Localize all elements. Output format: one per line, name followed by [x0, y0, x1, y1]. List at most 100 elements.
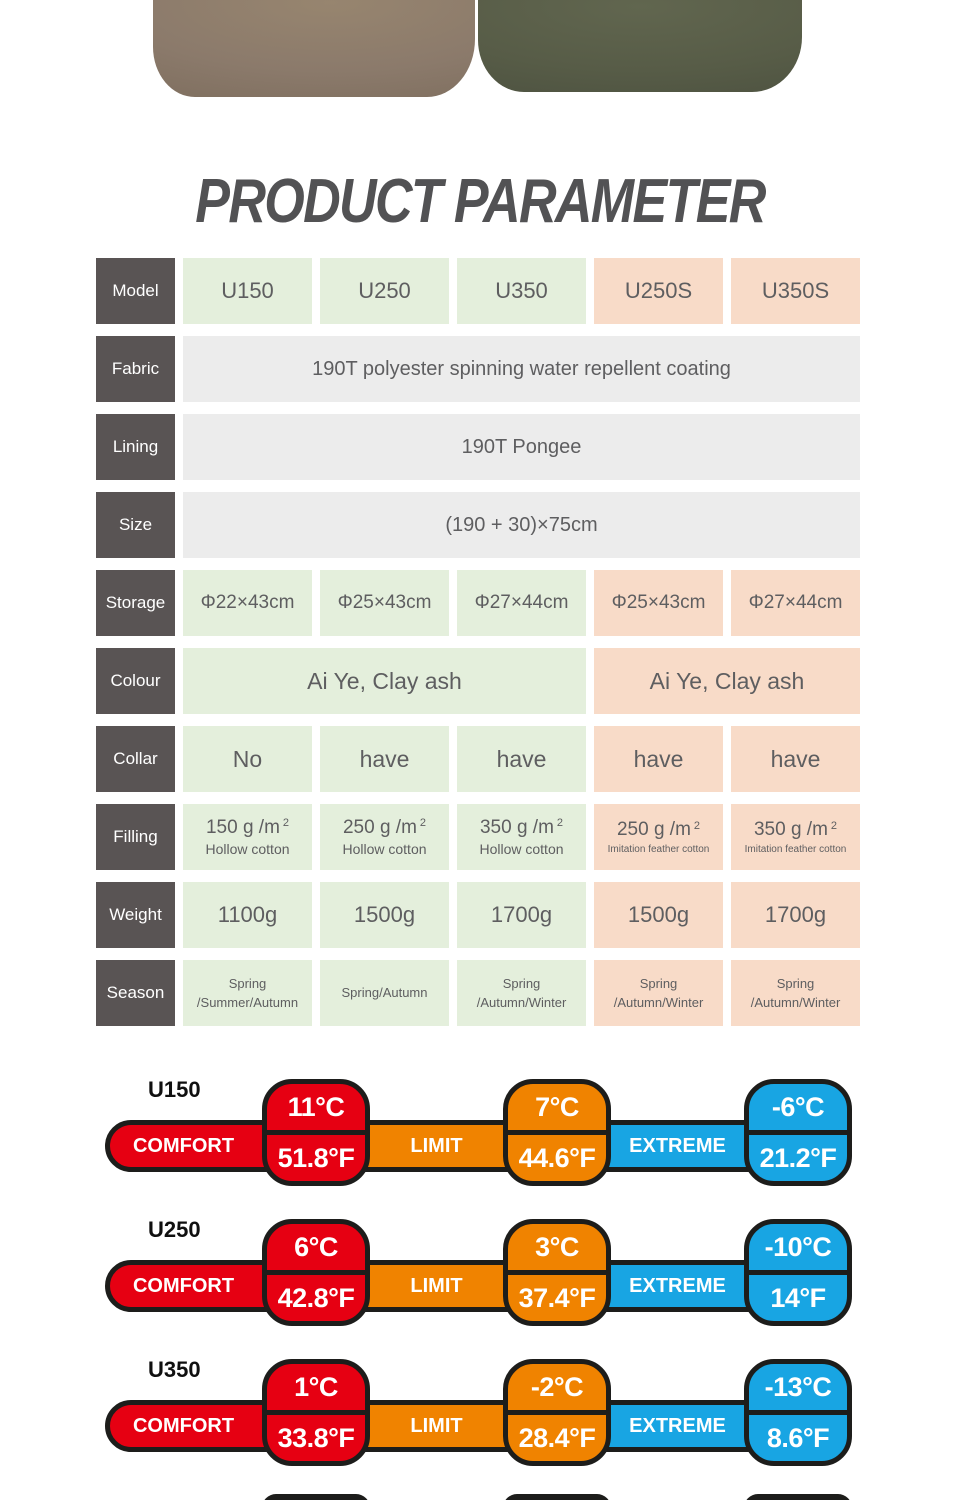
extreme-celsius: -10°C	[764, 1231, 832, 1262]
limit-celsius: 7°C	[535, 1091, 579, 1122]
row-label-model: Model	[96, 258, 175, 324]
comfort-celsius: 1°C	[294, 1371, 338, 1402]
filling-type: Imitation feather cotton	[607, 843, 710, 855]
temp-model-label: U250	[148, 1217, 201, 1242]
spec-table: Model U150 U250 U350 U250S U350S Fabric …	[96, 258, 860, 1038]
row-label-collar: Collar	[96, 726, 175, 792]
comfort-zone-label: COMFORT	[132, 1134, 235, 1157]
sleeping-bag-brown-image	[153, 0, 475, 97]
weight-cell: 1100g	[183, 882, 312, 948]
limit-zone-label: LIMIT	[410, 1274, 463, 1297]
temp-rating-u350: U350 COMFORT LIMIT EXTREME 1°C 33.8°F -2…	[0, 1356, 960, 1471]
limit-fahrenheit: 44.6°F	[508, 1130, 606, 1181]
model-cell: U350	[457, 258, 586, 324]
weight-cell: 1500g	[594, 882, 723, 948]
limit-zone-label: LIMIT	[410, 1134, 463, 1157]
fabric-cell: 190T polyester spinning water repellent …	[183, 336, 860, 402]
collar-cell: have	[320, 726, 449, 792]
table-row-collar: Collar No have have have have	[96, 726, 860, 792]
temp-bar	[105, 1120, 800, 1172]
limit-temp-capsule: -2°C 28.4°F	[503, 1359, 611, 1466]
collar-cell: have	[457, 726, 586, 792]
extreme-celsius: -6°C	[771, 1091, 825, 1122]
filling-type: Hollow cotton	[342, 841, 427, 858]
filling-type: Hollow cotton	[479, 841, 564, 858]
table-row-fabric: Fabric 190T polyester spinning water rep…	[96, 336, 860, 402]
season-cell: Spring/Autumn	[320, 960, 449, 1026]
page-title: PRODUCT PARAMETER	[195, 167, 766, 236]
model-cell: U150	[183, 258, 312, 324]
limit-fahrenheit: 37.4°F	[508, 1270, 606, 1321]
next-row-capsule-top	[262, 1494, 370, 1500]
extreme-fahrenheit: 14°F	[749, 1270, 847, 1321]
row-label-colour: Colour	[96, 648, 175, 714]
comfort-fahrenheit: 42.8°F	[267, 1270, 365, 1321]
row-label-fabric: Fabric	[96, 336, 175, 402]
model-cell: U250	[320, 258, 449, 324]
temp-model-label: U150	[148, 1077, 201, 1102]
colour-cell-standard: Ai Ye, Clay ash	[183, 648, 586, 714]
storage-cell: Φ27×44cm	[731, 570, 860, 636]
limit-temp-capsule: 7°C 44.6°F	[503, 1079, 611, 1186]
comfort-temp-capsule: 11°C 51.8°F	[262, 1079, 370, 1186]
comfort-zone-label: COMFORT	[132, 1414, 235, 1437]
size-cell: (190 + 30)×75cm	[183, 492, 860, 558]
storage-cell: Φ27×44cm	[457, 570, 586, 636]
extreme-temp-capsule: -13°C 8.6°F	[744, 1359, 852, 1466]
comfort-celsius: 11°C	[287, 1091, 345, 1122]
limit-temp-capsule: 3°C 37.4°F	[503, 1219, 611, 1326]
table-row-weight: Weight 1100g 1500g 1700g 1500g 1700g	[96, 882, 860, 948]
limit-zone-label: LIMIT	[410, 1414, 463, 1437]
table-row-season: Season Spring /Summer/Autumn Spring/Autu…	[96, 960, 860, 1026]
extreme-temp-capsule: -6°C 21.2°F	[744, 1079, 852, 1186]
extreme-celsius: -13°C	[764, 1371, 832, 1402]
storage-cell: Φ22×43cm	[183, 570, 312, 636]
comfort-fahrenheit: 33.8°F	[267, 1410, 365, 1461]
temp-rating-u250: U250 COMFORT LIMIT EXTREME 6°C 42.8°F 3°…	[0, 1216, 960, 1331]
extreme-zone-label: EXTREME	[629, 1134, 726, 1157]
model-cell: U250S	[594, 258, 723, 324]
comfort-temp-capsule: 1°C 33.8°F	[262, 1359, 370, 1466]
row-label-storage: Storage	[96, 570, 175, 636]
weight-cell: 1500g	[320, 882, 449, 948]
table-row-lining: Lining 190T Pongee	[96, 414, 860, 480]
table-row-colour: Colour Ai Ye, Clay ash Ai Ye, Clay ash	[96, 648, 860, 714]
filling-superscript: 2	[556, 817, 564, 830]
comfort-celsius: 6°C	[294, 1231, 338, 1262]
row-label-lining: Lining	[96, 414, 175, 480]
season-cell: Spring /Autumn/Winter	[731, 960, 860, 1026]
temp-bar	[105, 1260, 800, 1312]
filling-superscript: 2	[419, 817, 427, 830]
row-label-size: Size	[96, 492, 175, 558]
row-label-filling: Filling	[96, 804, 175, 870]
storage-cell: Φ25×43cm	[320, 570, 449, 636]
lining-cell: 190T Pongee	[183, 414, 860, 480]
collar-cell: No	[183, 726, 312, 792]
filling-amount: 350 g /m	[753, 819, 828, 841]
filling-amount: 250 g /m	[342, 816, 417, 838]
storage-cell: Φ25×43cm	[594, 570, 723, 636]
next-row-capsule-top	[503, 1494, 611, 1500]
comfort-temp-capsule: 6°C 42.8°F	[262, 1219, 370, 1326]
filling-amount: 350 g /m	[479, 816, 554, 838]
season-cell: Spring /Autumn/Winter	[594, 960, 723, 1026]
collar-cell: have	[594, 726, 723, 792]
weight-cell: 1700g	[731, 882, 860, 948]
filling-superscript: 2	[693, 819, 701, 832]
extreme-fahrenheit: 21.2°F	[749, 1130, 847, 1181]
limit-celsius: -2°C	[530, 1371, 584, 1402]
limit-celsius: 3°C	[535, 1231, 579, 1262]
temp-bar	[105, 1400, 800, 1452]
comfort-zone-label: COMFORT	[132, 1274, 235, 1297]
temp-model-label: U350	[148, 1357, 201, 1382]
filling-amount: 250 g /m	[616, 819, 691, 841]
model-cell: U350S	[731, 258, 860, 324]
filling-amount: 150 g /m	[205, 816, 280, 838]
weight-cell: 1700g	[457, 882, 586, 948]
filling-superscript: 2	[830, 819, 838, 832]
